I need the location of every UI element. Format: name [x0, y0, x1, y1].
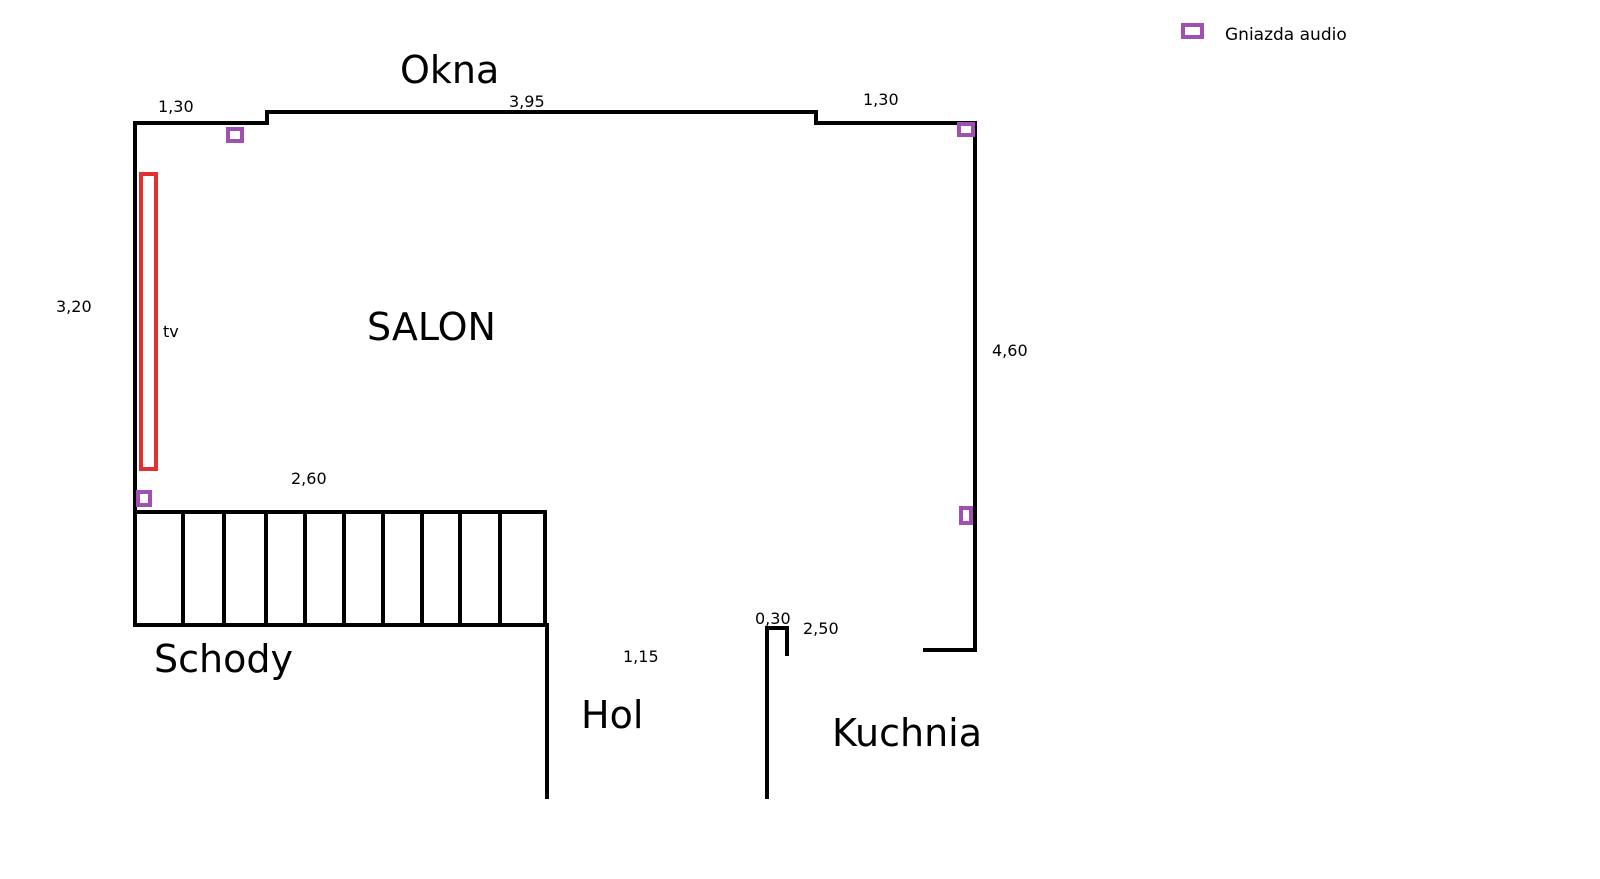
audio-socket-icon — [226, 127, 244, 143]
dimension-top-middle: 3,95 — [509, 92, 545, 111]
audio-socket-icon — [957, 122, 975, 137]
walls — [133, 110, 977, 799]
hall-label: Hol — [581, 693, 643, 737]
dimension-hall-width: 1,15 — [623, 647, 659, 666]
dimension-top-left: 1,30 — [158, 97, 194, 116]
dimension-top-right: 1,30 — [863, 90, 899, 109]
dimension-left-wall: 3,20 — [56, 297, 92, 316]
legend: Gniazda audio — [1181, 23, 1347, 45]
living-room-label: SALON — [367, 305, 496, 349]
audio-socket-icon — [136, 490, 152, 507]
staircase — [133, 510, 547, 627]
audio-socket-icon — [959, 506, 973, 525]
audio-socket-icon — [1181, 23, 1204, 39]
tv-unit — [139, 172, 158, 471]
dimension-wall-thickness: 0,30 — [755, 609, 791, 628]
hall-right-wall — [765, 626, 789, 799]
legend-label: Gniazda audio — [1225, 25, 1347, 45]
staircase-outline — [133, 510, 547, 627]
tv-label: tv — [163, 322, 179, 341]
dimension-stairs-width: 2,60 — [291, 469, 327, 488]
top-wall — [133, 110, 977, 652]
windows-label: Okna — [400, 48, 499, 92]
dimension-right-wall: 4,60 — [992, 341, 1028, 360]
kitchen-label: Kuchnia — [832, 711, 982, 755]
stairs-label: Schody — [154, 637, 293, 681]
dimension-kitchen-wall: 2,50 — [803, 619, 839, 638]
audio-sockets — [136, 122, 975, 525]
